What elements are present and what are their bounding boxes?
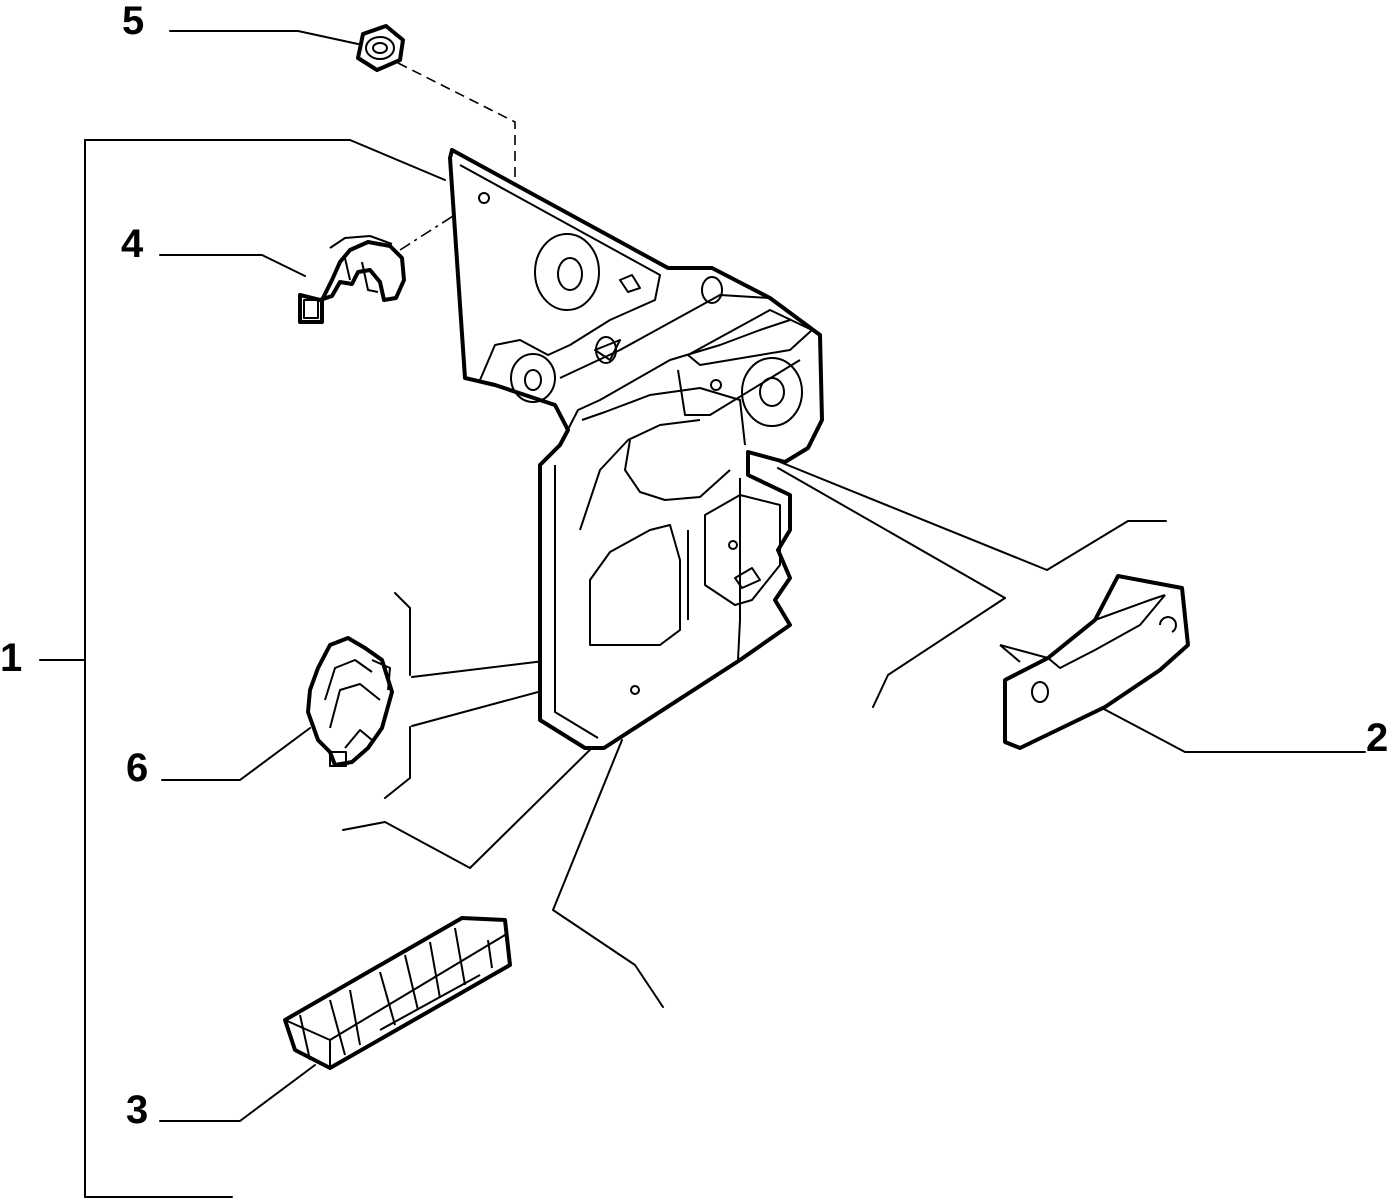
bracket-part-2 xyxy=(999,574,1190,750)
leader-line-4 xyxy=(159,254,306,277)
leader-line-5 xyxy=(169,30,359,45)
clip-part-6 xyxy=(306,636,394,767)
projection-lines-2 xyxy=(777,461,1167,708)
callout-4: 4 xyxy=(121,222,144,266)
hinge-part-3 xyxy=(283,916,512,1070)
callout-3: 3 xyxy=(126,1088,149,1132)
callout-6: 6 xyxy=(126,746,149,790)
clip-part-4 xyxy=(298,235,406,324)
leader-line-3 xyxy=(159,1064,316,1122)
callout-5: 5 xyxy=(122,0,145,43)
hex-nut-part-5 xyxy=(356,24,405,72)
leader-line-6 xyxy=(161,727,311,781)
main-bracket-casting xyxy=(448,148,824,750)
leader-line-2 xyxy=(1099,706,1366,753)
assembly-bracket-line xyxy=(39,139,446,1198)
callout-2: 2 xyxy=(1366,716,1389,760)
callout-1: 1 xyxy=(0,636,23,680)
projection-lines-3 xyxy=(342,734,664,1008)
